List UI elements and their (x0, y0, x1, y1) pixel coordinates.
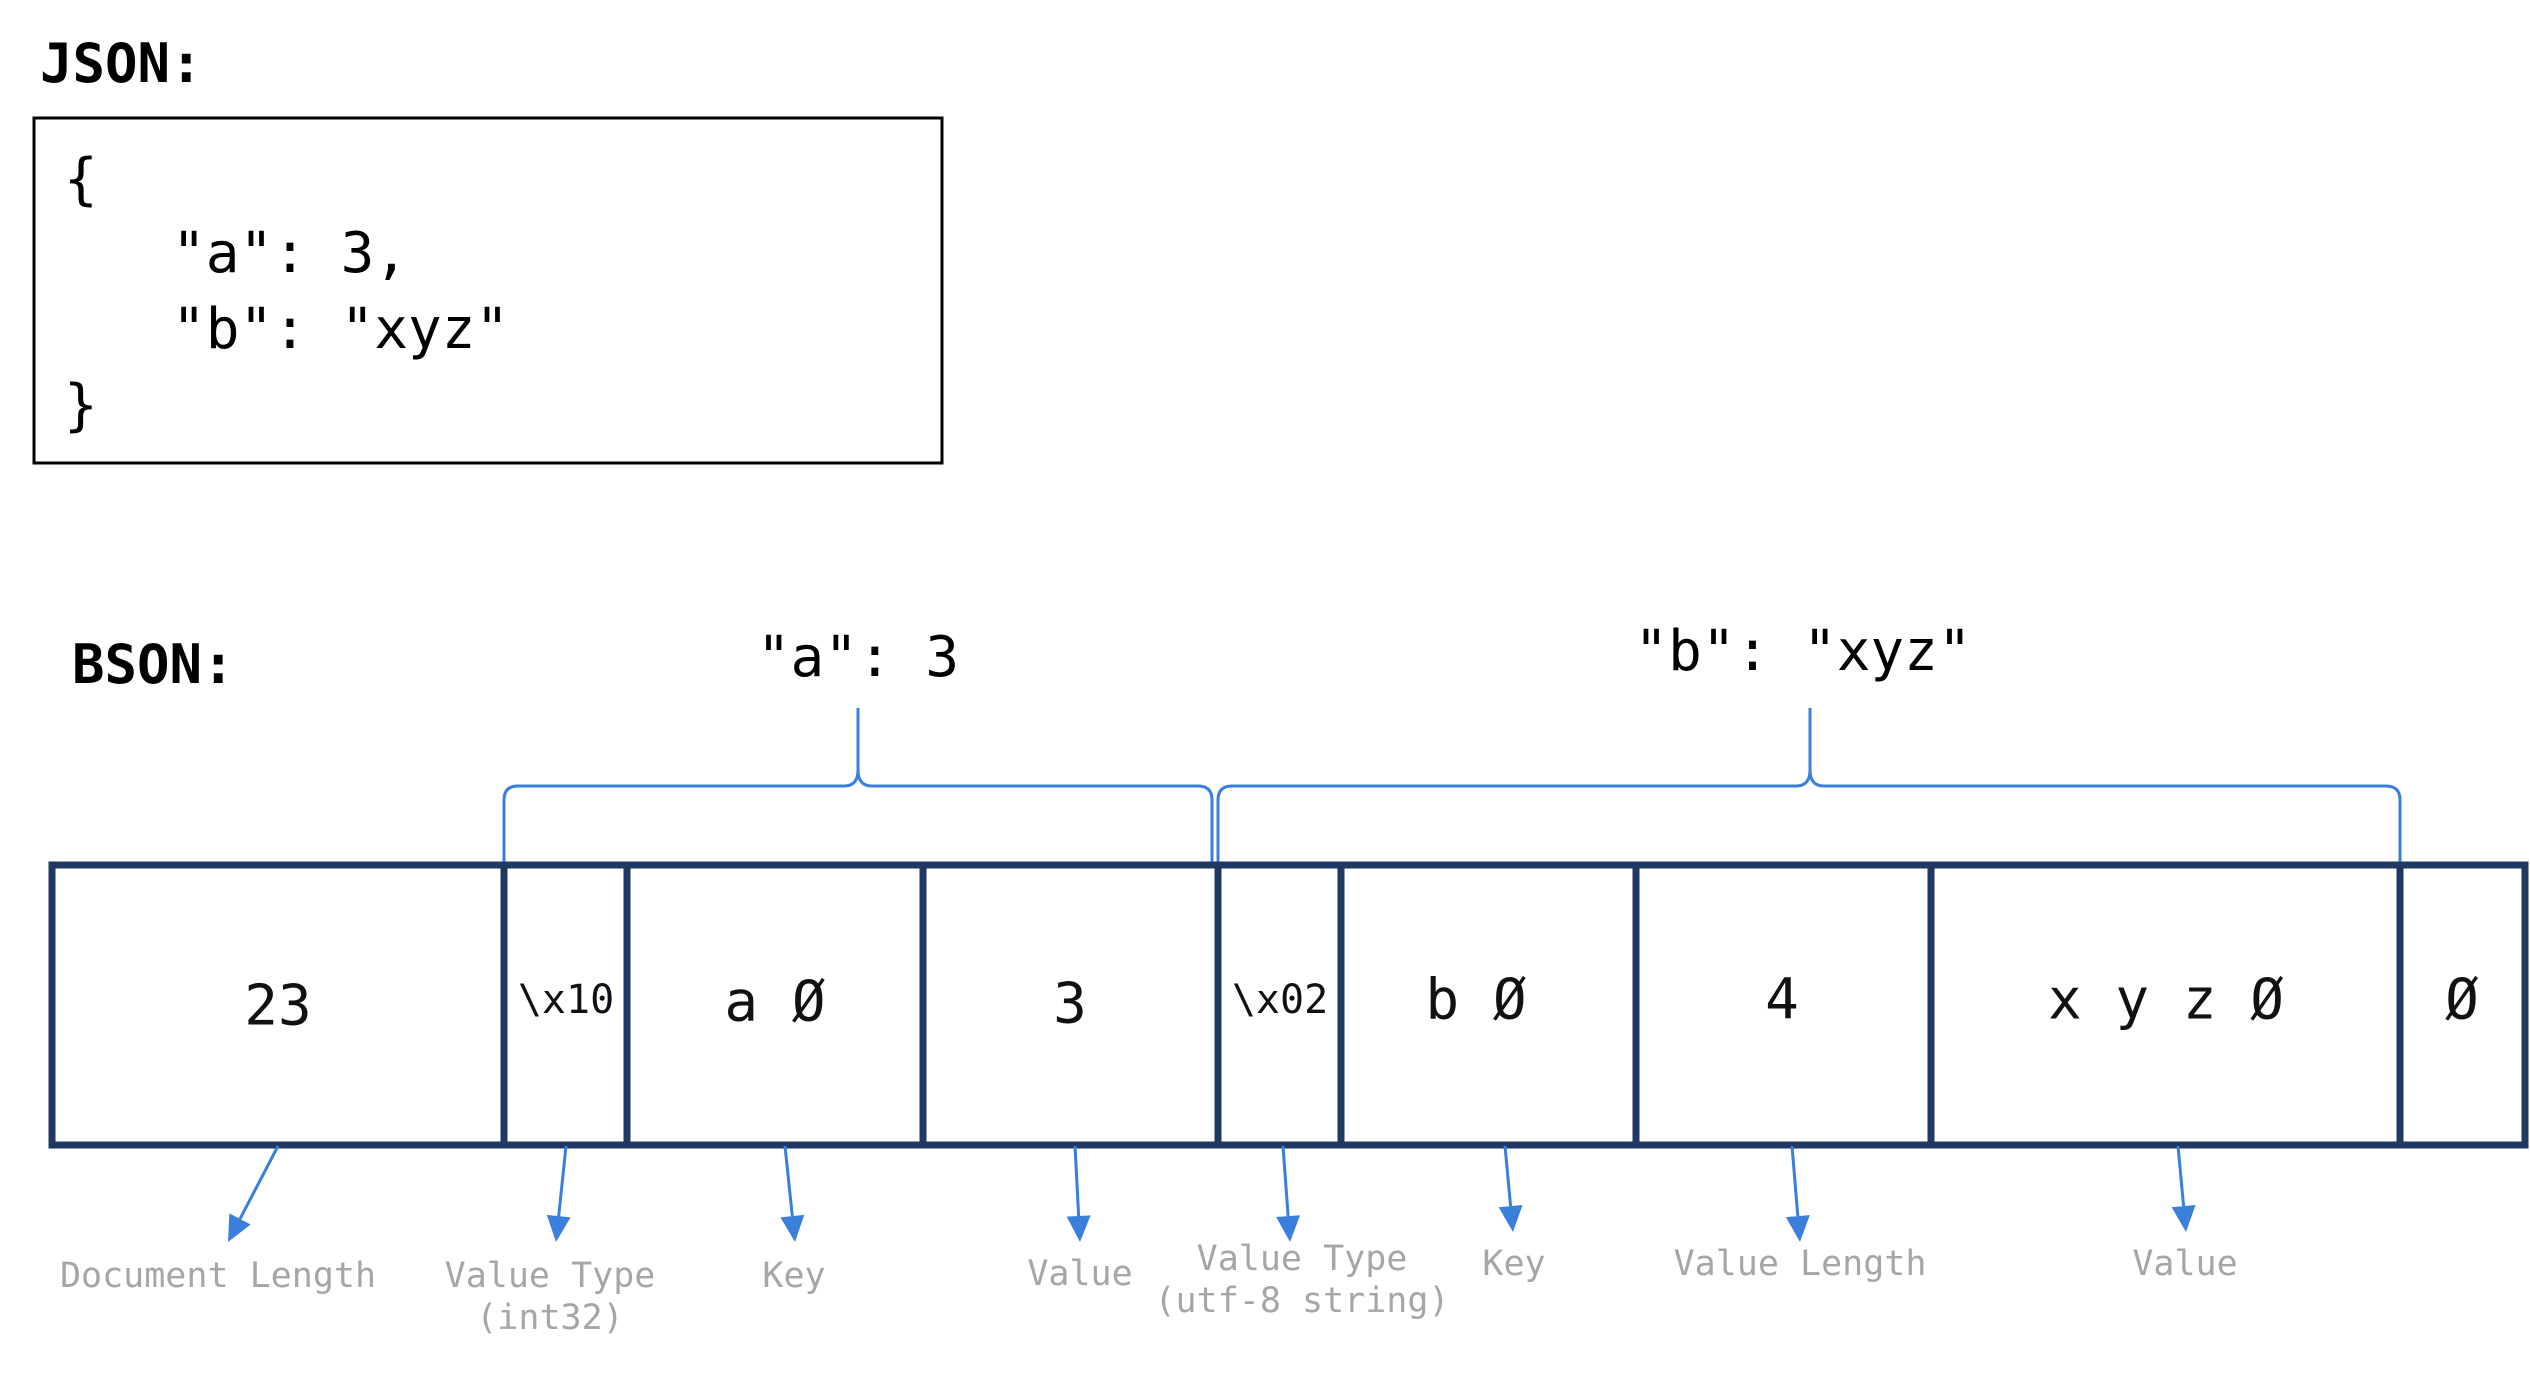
caption-line: (utf-8 string) (1154, 1281, 1449, 1321)
caption-2: Key (762, 1256, 825, 1296)
caption-line: Value Type (445, 1256, 656, 1296)
annotation-arrows (228, 1145, 2196, 1242)
arrow-head-7 (2171, 1205, 2196, 1232)
cell-value-type-string (1214, 861, 1345, 1149)
group-label-a: "a": 3 (757, 625, 959, 690)
json-line-open-brace: { (64, 147, 98, 212)
arrow-head-6 (1785, 1215, 1810, 1242)
caption-line: Key (762, 1256, 825, 1296)
arrow-head-2 (780, 1214, 805, 1242)
brace-group-a (502, 708, 1214, 862)
cell-text-key-b: b Ø (1425, 968, 1526, 1033)
caption-line: Document Length (60, 1256, 376, 1296)
caption-7: Value (2132, 1244, 2237, 1284)
cell-text-value-type-string: \x02 (1232, 977, 1328, 1023)
cell-value-type-int32 (500, 861, 631, 1149)
caption-line: Value Type (1197, 1239, 1408, 1279)
arrow-line-7 (2176, 1145, 2186, 1207)
cell-value-xyz (1927, 861, 2404, 1149)
bson-byte-cells: 23 \x10 a Ø 3 \x02 b Ø 4 x y z Ø Ø (48, 861, 2529, 1149)
cell-key-a (623, 861, 927, 1149)
cell-key-b (1337, 861, 1640, 1149)
cell-value-length (1632, 861, 1935, 1149)
caption-line: Value Length (1674, 1244, 1927, 1284)
cell-text-value-3: 3 (1053, 972, 1087, 1037)
json-line-close-brace: } (64, 373, 98, 438)
arrow-line-4 (1281, 1145, 1290, 1217)
json-heading: JSON: (40, 32, 203, 95)
arrow-line-2 (783, 1145, 794, 1217)
json-code-box (32, 116, 944, 465)
arrow-line-5 (1503, 1145, 1513, 1207)
caption-3: Value (1027, 1254, 1132, 1294)
caption-line: (int32) (476, 1298, 624, 1338)
arrow-head-5 (1498, 1205, 1523, 1232)
bson-heading: BSON: (72, 633, 235, 696)
caption-line: Value (1027, 1254, 1132, 1294)
cell-text-value-xyz: x y z Ø (2048, 968, 2284, 1033)
arrow-line-1 (557, 1145, 568, 1217)
caption-0: Document Length (60, 1256, 376, 1296)
caption-1: Value Type(int32) (445, 1256, 656, 1338)
cell-text-document-length: 23 (244, 974, 311, 1039)
arrow-line-0 (238, 1145, 280, 1220)
cell-text-terminator: Ø (2445, 968, 2479, 1033)
caption-line: Value (2132, 1244, 2237, 1284)
json-line-b: "b": "xyz" (172, 297, 509, 362)
cell-document-length (48, 861, 508, 1149)
cell-text-key-a: a Ø (724, 970, 825, 1035)
arrow-head-4 (1276, 1215, 1301, 1242)
caption-6: Value Length (1674, 1244, 1927, 1284)
arrow-head-1 (546, 1214, 571, 1242)
cell-text-value-length: 4 (1765, 968, 1799, 1033)
group-label-b: "b": "xyz" (1634, 619, 1971, 684)
cell-terminator (2396, 861, 2529, 1149)
arrow-line-3 (1073, 1145, 1081, 1217)
caption-4: Value Type(utf-8 string) (1154, 1239, 1449, 1321)
arrow-head-3 (1066, 1215, 1091, 1242)
brace-group-b (1216, 708, 2402, 862)
arrow-line-6 (1790, 1145, 1800, 1217)
arrow-head-0 (228, 1213, 251, 1242)
caption-line: Key (1482, 1244, 1545, 1284)
caption-5: Key (1482, 1244, 1545, 1284)
json-line-a: "a": 3, (172, 221, 408, 286)
cell-text-value-type-int32: \x10 (518, 977, 614, 1023)
